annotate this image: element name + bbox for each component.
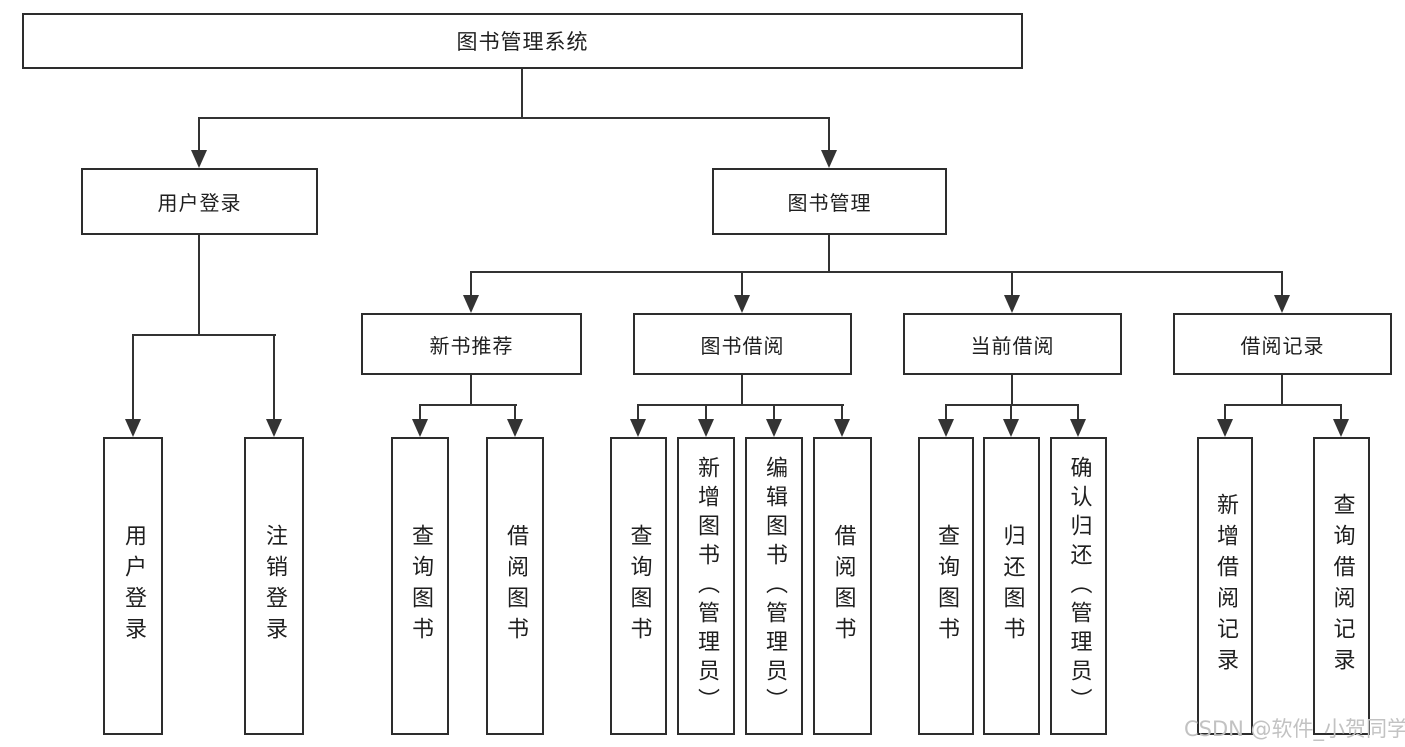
node-user-login-leaf: 用户登录 bbox=[103, 437, 163, 735]
node-book-management: 图书管理 bbox=[712, 168, 947, 235]
node-borrow-books-leaf: 借阅图书 bbox=[813, 437, 872, 735]
node-book-borrowing: 图书借阅 bbox=[633, 313, 852, 375]
node-add-borrow-record: 新增借阅记录 bbox=[1197, 437, 1253, 735]
connector-line bbox=[198, 117, 200, 151]
connector-line bbox=[1224, 404, 1342, 406]
connector-line bbox=[1340, 404, 1342, 421]
node-new-book-recommend: 新书推荐 bbox=[361, 313, 582, 375]
arrow-down-icon bbox=[1333, 419, 1349, 437]
node-edit-book-admin: 编辑图书（管理员） bbox=[745, 437, 803, 735]
node-label: 查询借阅记录 bbox=[1329, 493, 1355, 679]
connector-line bbox=[419, 404, 517, 406]
arrow-down-icon bbox=[834, 419, 850, 437]
connector-line bbox=[945, 404, 1079, 406]
connector-line bbox=[419, 404, 421, 421]
node-label: 当前借阅 bbox=[970, 333, 1055, 358]
connector-line bbox=[198, 117, 830, 119]
connector-line bbox=[637, 404, 639, 421]
node-label: 新书推荐 bbox=[429, 333, 514, 358]
arrow-down-icon bbox=[1003, 419, 1019, 437]
node-query-books-current: 查询图书 bbox=[918, 437, 974, 735]
node-label: 新增借阅记录 bbox=[1213, 493, 1238, 679]
node-label: 查询图书 bbox=[934, 524, 959, 648]
node-label: 图书管理系统 bbox=[456, 30, 589, 54]
connector-line bbox=[773, 404, 775, 421]
arrow-down-icon bbox=[1217, 419, 1233, 437]
node-borrowing-records: 借阅记录 bbox=[1173, 313, 1392, 375]
arrow-down-icon bbox=[463, 295, 479, 313]
connector-line bbox=[521, 69, 523, 118]
arrow-down-icon bbox=[266, 419, 282, 437]
connector-line bbox=[1011, 375, 1013, 406]
arrow-down-icon bbox=[412, 419, 428, 437]
node-borrow-books-recommend: 借阅图书 bbox=[486, 437, 544, 735]
arrow-down-icon bbox=[1004, 295, 1020, 313]
node-label: 新增图书（管理员） bbox=[694, 455, 719, 717]
arrow-down-icon bbox=[630, 419, 646, 437]
connector-line bbox=[273, 334, 275, 420]
node-label: 借阅记录 bbox=[1240, 333, 1325, 358]
connector-line bbox=[1011, 271, 1013, 297]
node-label: 借阅图书 bbox=[503, 524, 528, 648]
connector-line bbox=[514, 404, 516, 421]
connector-line bbox=[828, 117, 830, 151]
connector-line bbox=[741, 271, 743, 297]
arrow-down-icon bbox=[698, 419, 714, 437]
connector-line bbox=[1077, 404, 1079, 421]
connector-line bbox=[828, 235, 830, 273]
connector-line bbox=[637, 404, 844, 406]
arrow-down-icon bbox=[191, 150, 207, 168]
connector-line bbox=[132, 334, 276, 336]
csdn-watermark: CSDN @软件_小贺同学 bbox=[1184, 717, 1405, 741]
node-label: 查询图书 bbox=[408, 524, 433, 648]
node-add-book-admin: 新增图书（管理员） bbox=[677, 437, 735, 735]
node-label: 借阅图书 bbox=[830, 524, 856, 648]
node-return-book: 归还图书 bbox=[983, 437, 1040, 735]
connector-line bbox=[705, 404, 707, 421]
node-label: 图书借阅 bbox=[700, 333, 785, 358]
connector-line bbox=[1224, 404, 1226, 421]
arrow-down-icon bbox=[1070, 419, 1086, 437]
arrow-down-icon bbox=[1274, 295, 1290, 313]
connector-line bbox=[1010, 404, 1012, 421]
connector-line bbox=[470, 375, 472, 406]
node-label: 注销登录 bbox=[262, 524, 287, 648]
node-label: 用户登录 bbox=[157, 191, 242, 215]
node-logout-leaf: 注销登录 bbox=[244, 437, 304, 735]
arrow-down-icon bbox=[938, 419, 954, 437]
connector-line bbox=[132, 334, 134, 420]
connector-line bbox=[470, 271, 472, 297]
arrow-down-icon bbox=[507, 419, 523, 437]
connector-line bbox=[1281, 271, 1283, 297]
node-label: 图书管理 bbox=[787, 191, 872, 215]
node-label: 确认归还（管理员） bbox=[1066, 455, 1092, 717]
arrow-down-icon bbox=[734, 295, 750, 313]
node-query-books-borrow: 查询图书 bbox=[610, 437, 667, 735]
connector-line bbox=[741, 375, 743, 406]
connector-line bbox=[945, 404, 947, 421]
connector-line bbox=[198, 235, 200, 336]
node-label: 归还图书 bbox=[999, 524, 1025, 648]
connector-line bbox=[470, 271, 1283, 273]
connector-line bbox=[1281, 375, 1283, 406]
node-library-system: 图书管理系统 bbox=[22, 13, 1023, 69]
arrow-down-icon bbox=[821, 150, 837, 168]
node-current-borrowing: 当前借阅 bbox=[903, 313, 1122, 375]
arrow-down-icon bbox=[125, 419, 141, 437]
node-confirm-return-admin: 确认归还（管理员） bbox=[1050, 437, 1107, 735]
arrow-down-icon bbox=[766, 419, 782, 437]
node-query-borrow-record: 查询借阅记录 bbox=[1313, 437, 1370, 735]
node-label: 查询图书 bbox=[626, 524, 652, 648]
node-label: 用户登录 bbox=[121, 524, 146, 648]
node-query-books-recommend: 查询图书 bbox=[391, 437, 449, 735]
connector-line bbox=[841, 404, 843, 421]
node-user-login: 用户登录 bbox=[81, 168, 318, 235]
node-label: 编辑图书（管理员） bbox=[762, 455, 787, 717]
